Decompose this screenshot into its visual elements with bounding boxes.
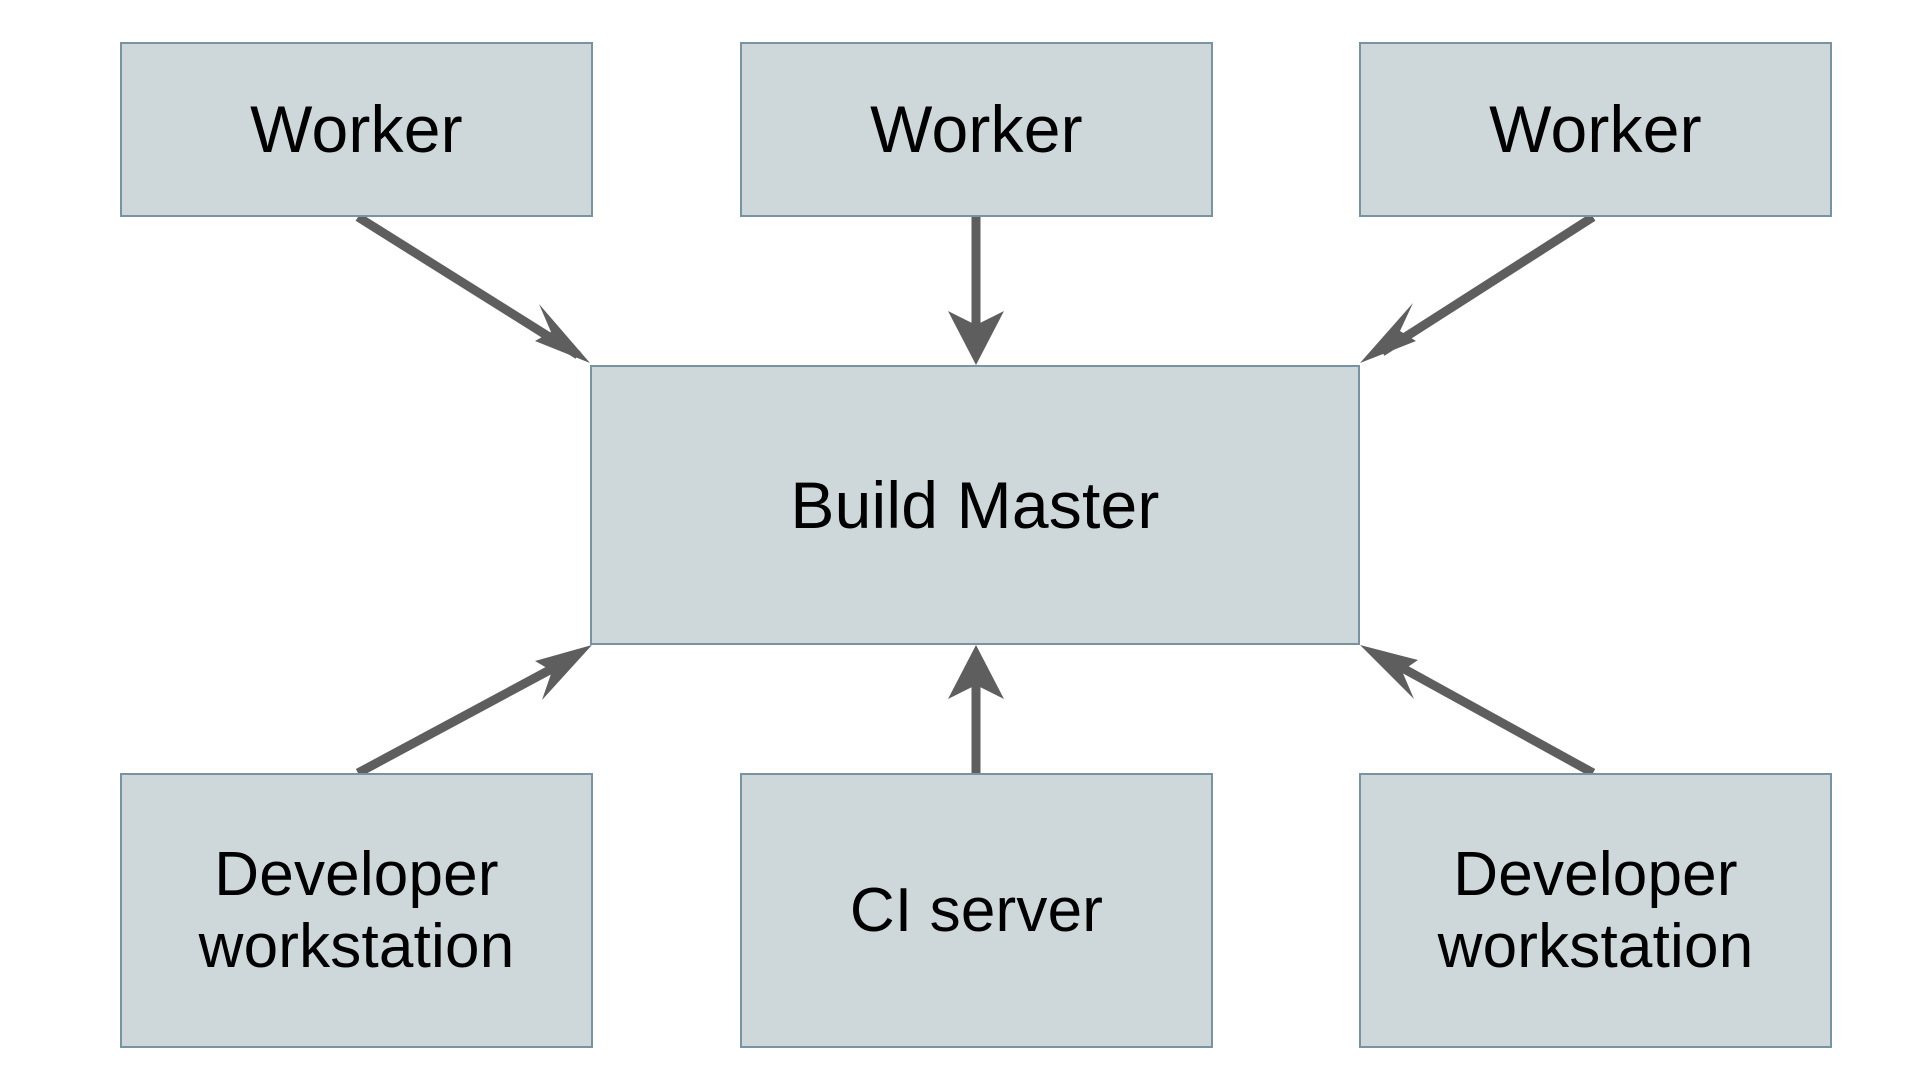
node-label-build-master: Build Master — [790, 467, 1160, 542]
edge-devwsright-to-master — [1360, 645, 1596, 777]
node-worker-1[interactable]: Worker — [120, 42, 593, 217]
node-label-developer-workstation-right: Developer workstation — [1437, 839, 1754, 981]
node-label-developer-workstation-left: Developer workstation — [198, 839, 515, 981]
node-label-ci-server: CI server — [849, 875, 1104, 945]
edge-worker1-to-master — [355, 213, 590, 363]
node-developer-workstation-left[interactable]: Developer workstation — [120, 773, 593, 1048]
node-label-worker-3: Worker — [1489, 92, 1702, 167]
node-ci-server[interactable]: CI server — [740, 773, 1213, 1048]
edge-devwsleft-to-master — [355, 645, 592, 777]
node-developer-workstation-right[interactable]: Developer workstation — [1359, 773, 1832, 1048]
node-worker-3[interactable]: Worker — [1359, 42, 1832, 217]
node-build-master[interactable]: Build Master — [590, 365, 1360, 645]
node-label-worker-2: Worker — [870, 92, 1083, 167]
node-worker-2[interactable]: Worker — [740, 42, 1213, 217]
edge-worker2-to-master — [948, 217, 1004, 365]
edge-worker3-to-master — [1360, 213, 1596, 363]
node-label-worker-1: Worker — [250, 92, 463, 167]
edge-ciserver-to-master — [948, 645, 1004, 773]
